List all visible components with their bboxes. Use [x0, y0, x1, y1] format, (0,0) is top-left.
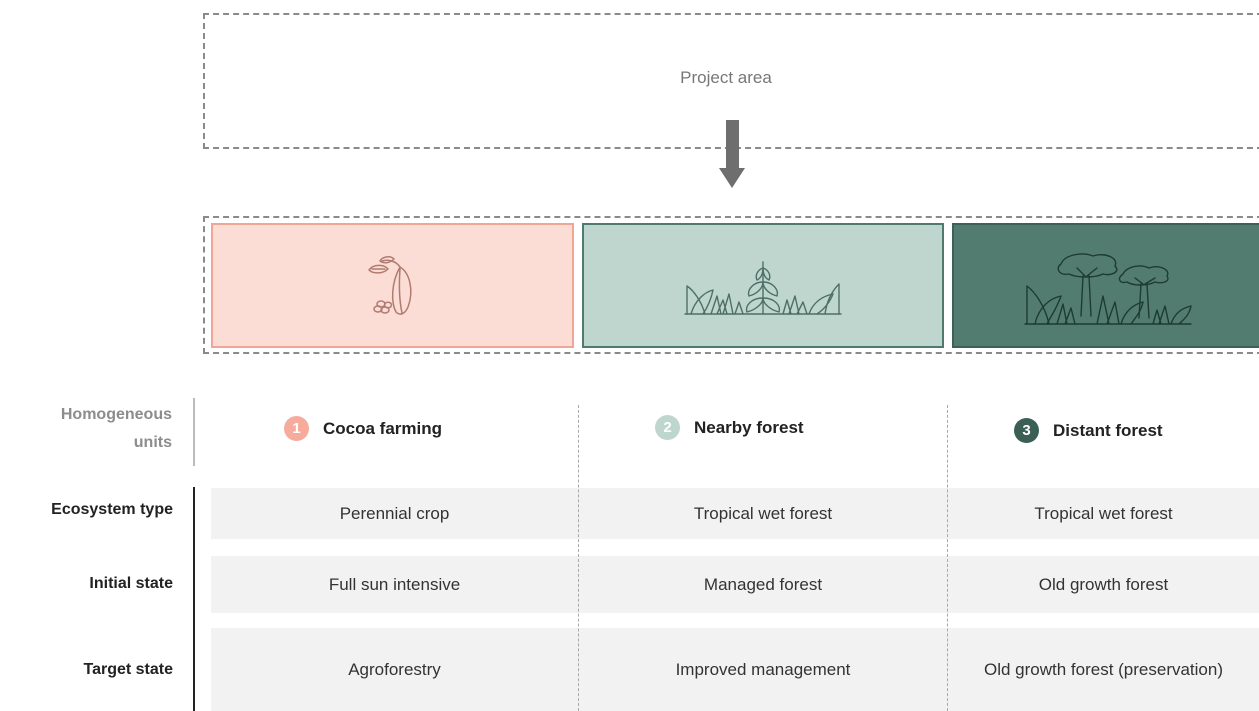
unit-box-distant-forest	[952, 223, 1259, 348]
unit-header-1: 1 Cocoa farming	[284, 416, 442, 441]
target-state-cell: Agroforestry	[348, 659, 441, 679]
cocoa-pod-icon	[367, 255, 411, 315]
down-arrow-head	[719, 168, 745, 188]
ecosystem-type-label: Ecosystem type	[51, 501, 173, 518]
target-state-label: Target state	[83, 661, 173, 678]
ecosystem-type-row: Perennial crop Tropical wet forest Tropi…	[211, 488, 1259, 539]
unit-box-nearby-forest	[582, 223, 944, 348]
units-band	[203, 216, 1259, 354]
unit-number-badge: 3	[1014, 418, 1039, 443]
unit-name: Nearby forest	[694, 417, 804, 437]
ecosystem-type-cell: Tropical wet forest	[693, 503, 833, 523]
unit-name: Cocoa farming	[323, 418, 443, 438]
initial-state-cell: Managed forest	[703, 574, 823, 594]
homogeneous-units-label: Homogeneous units	[60, 406, 172, 451]
initial-state-cell: Full sun intensive	[328, 574, 461, 594]
column-divider	[947, 405, 948, 711]
target-state-cell: Old growth forest (preservation)	[983, 659, 1224, 679]
initial-state-row: Full sun intensive Managed forest Old gr…	[211, 556, 1259, 613]
header-separator	[193, 398, 195, 466]
rows-separator	[193, 487, 195, 711]
down-arrow-icon	[726, 120, 739, 170]
unit-name: Distant forest	[1053, 420, 1163, 440]
unit-number-badge: 1	[284, 416, 309, 441]
forest-trees-icon	[1024, 252, 1192, 325]
target-state-row: Agroforestry Improved management Old gro…	[211, 628, 1259, 711]
target-state-cell: Improved management	[675, 659, 851, 679]
project-area-label: Project area	[680, 68, 772, 87]
unit-header-2: 2 Nearby forest	[655, 415, 804, 440]
unit-header-3: 3 Distant forest	[1014, 418, 1163, 443]
unit-number-badge: 2	[655, 415, 680, 440]
column-divider	[578, 405, 579, 711]
initial-state-label: Initial state	[89, 575, 173, 592]
ecosystem-type-cell: Tropical wet forest	[1034, 503, 1173, 523]
forest-plants-icon	[684, 260, 842, 315]
ecosystem-type-cell: Perennial crop	[339, 503, 450, 523]
initial-state-cell: Old growth forest	[1038, 574, 1169, 594]
unit-box-cocoa-farming	[211, 223, 574, 348]
